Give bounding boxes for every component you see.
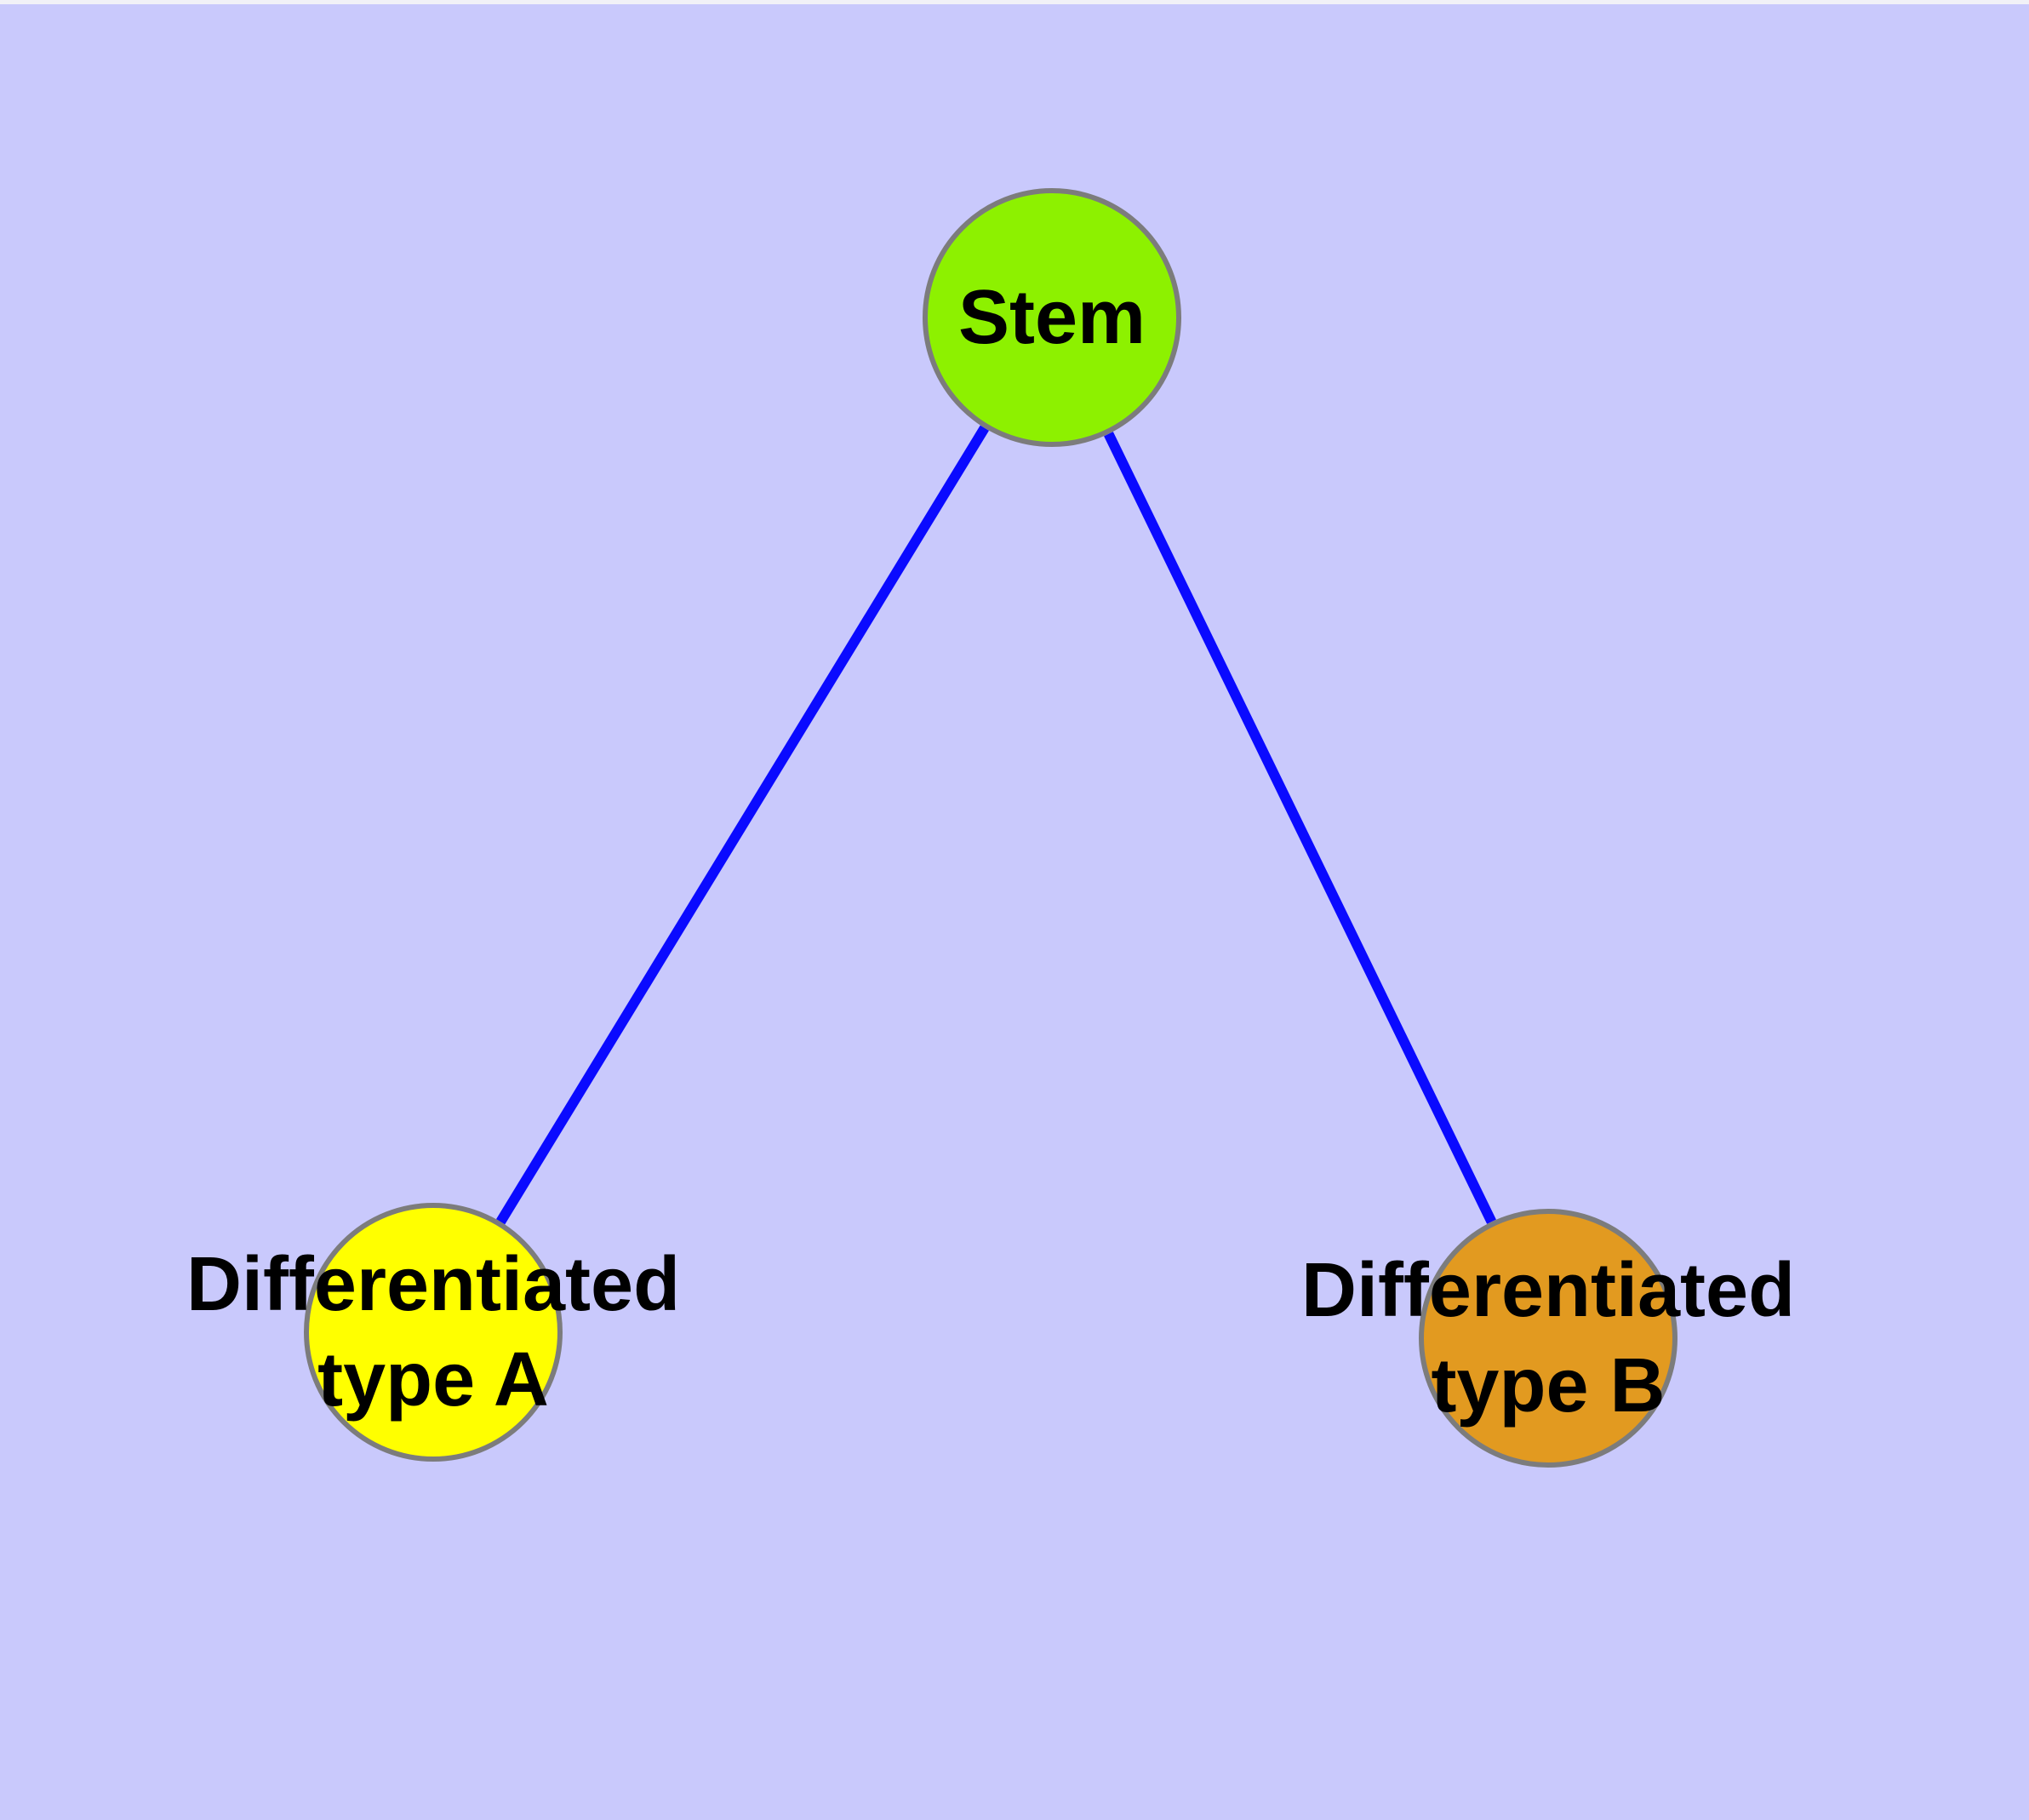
node-label-stem: Stem	[958, 270, 1146, 365]
node-label-type-b-line-2: type B	[1431, 1343, 1666, 1428]
node-label-stem-line: Stem	[957, 275, 1146, 360]
node-differentiated-type-b	[1419, 1209, 1677, 1468]
node-stem	[923, 188, 1181, 447]
node-label-differentiated-type-a: Differentiated type A	[186, 1237, 680, 1428]
top-edge-highlight	[0, 0, 2029, 4]
node-label-type-a-line-1: Differentiated	[186, 1242, 681, 1327]
node-differentiated-type-a	[304, 1203, 563, 1462]
node-label-type-b-line-1: Differentiated	[1300, 1248, 1796, 1333]
edge-stem-to-differentiated-type-b	[1104, 432, 1496, 1224]
node-label-type-a-line-2: type A	[317, 1337, 549, 1422]
node-label-differentiated-type-b: Differentiated type B	[1301, 1243, 1795, 1434]
edge-stem-to-differentiated-type-a	[496, 425, 989, 1225]
